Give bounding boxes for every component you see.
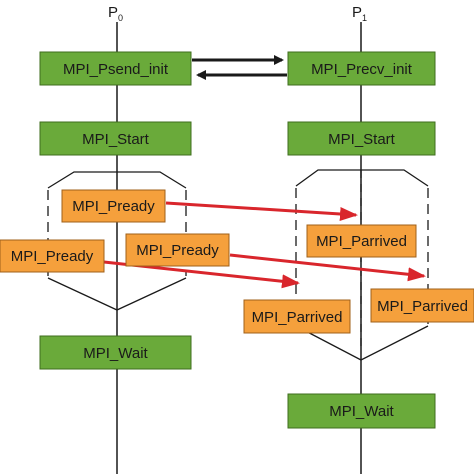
p1-init-box: MPI_Precv_init — [287, 51, 436, 86]
partition-region-p0-bottom — [47, 277, 187, 311]
p0-wait-box: MPI_Wait — [39, 335, 192, 370]
p1-start-box: MPI_Start — [287, 121, 436, 156]
p1-arrived-box-2: MPI_Parrived — [243, 299, 351, 334]
p0-start-label: MPI_Start — [82, 131, 150, 148]
transfer-arrow-1 — [165, 201, 358, 221]
p0-ready-box-1: MPI_Pready — [61, 189, 166, 223]
p0-ready-label-3: MPI_Pready — [136, 242, 219, 259]
partition-region-p1-bottom — [295, 325, 429, 361]
p1-arrived-box-3: MPI_Parrived — [370, 288, 474, 323]
p1-wait-label: MPI_Wait — [329, 403, 394, 420]
p1-arrived-label-2: MPI_Parrived — [252, 309, 343, 326]
p1-wait-box: MPI_Wait — [287, 393, 436, 429]
p1-arrived-label-1: MPI_Parrived — [316, 233, 407, 250]
p0-init-label: MPI_Psend_init — [63, 61, 169, 78]
p0-ready-label-1: MPI_Pready — [72, 198, 155, 215]
p0-init-box: MPI_Psend_init — [39, 51, 192, 86]
partition-region-p1-top — [295, 169, 429, 187]
p1-init-label: MPI_Precv_init — [311, 61, 413, 78]
transfer-arrow-3 — [229, 253, 426, 282]
process-label-p0: P0 — [108, 4, 123, 23]
partition-region-p0-top — [47, 171, 187, 189]
p0-ready-box-2: MPI_Pready — [0, 239, 105, 273]
p0-start-box: MPI_Start — [39, 121, 192, 156]
p0-ready-box-3: MPI_Pready — [125, 233, 230, 267]
p0-wait-label: MPI_Wait — [83, 345, 148, 362]
process-label-p1: P1 — [352, 4, 367, 23]
p0-ready-label-2: MPI_Pready — [11, 248, 94, 265]
p1-start-label: MPI_Start — [328, 131, 396, 148]
p1-arrived-box-1: MPI_Parrived — [306, 224, 417, 258]
p1-arrived-label-3: MPI_Parrived — [377, 298, 468, 315]
